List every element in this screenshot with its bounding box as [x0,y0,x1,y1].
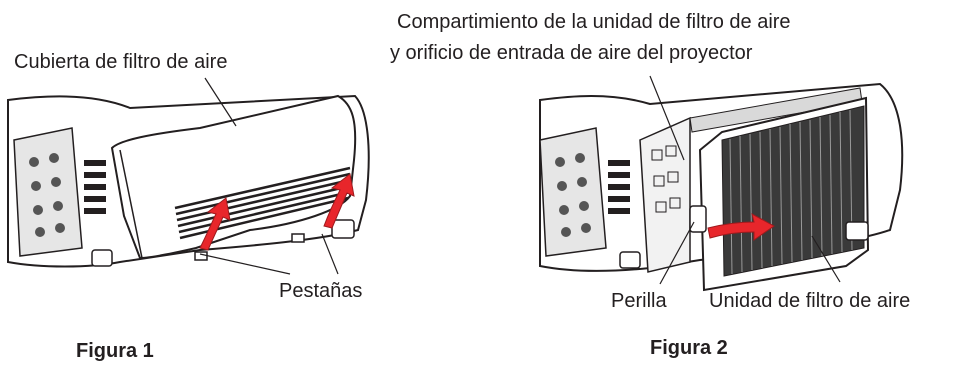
compartment-leader-line [649,75,685,161]
cover-label: Cubierta de filtro de aire [14,51,228,73]
filter-unit-label: Unidad de filtro de aire [709,290,911,312]
filter-unit-leader-line [811,235,841,283]
connector-panel-fig2 [539,127,607,257]
compartment-label-line2: y orificio de entrada de aire del proyec… [390,42,753,64]
filter-compartment [639,87,863,273]
tabs-leader-line-right [321,233,339,275]
knob-label: Perilla [611,290,667,312]
lift-arrow-right [323,173,355,229]
tabs-label: Pestañas [279,280,363,302]
projector-feet-fig1 [91,219,355,267]
figure-1-caption: Figura 1 [76,340,154,362]
filter-pleats [729,109,853,275]
cover-leader-line [204,77,237,127]
body-vents-fig2 [608,160,630,214]
body-vents-fig1 [84,160,106,214]
pull-out-arrow [707,213,775,241]
knob-leader-line [659,221,695,285]
lift-arrow-left [199,197,231,251]
tabs-leader-line-left [199,253,291,275]
air-filter-cover [110,94,357,260]
filter-knob [689,205,707,233]
connector-panel [13,127,83,257]
cover-grille [174,166,351,240]
projector-feet-fig2 [619,221,869,269]
figure-2-caption: Figura 2 [650,337,728,359]
compartment-label-line1: Compartimiento de la unidad de filtro de… [397,11,791,33]
